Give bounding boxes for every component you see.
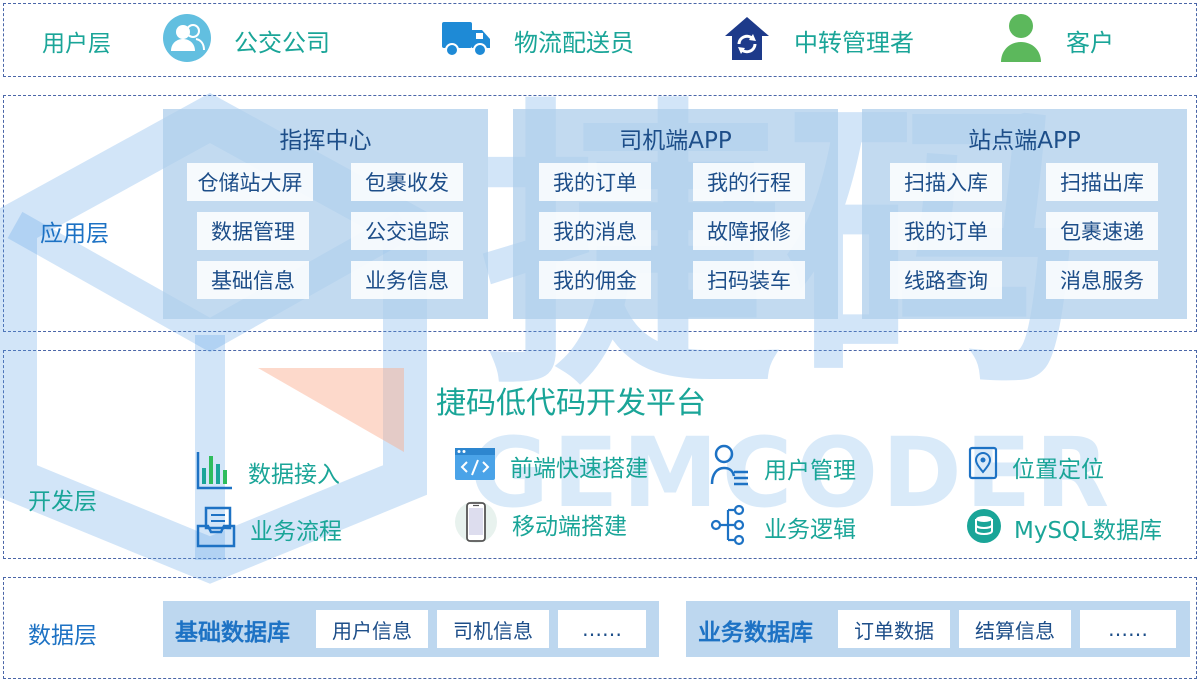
db-cell[interactable]: 司机信息	[437, 610, 549, 648]
base-database: 基础数据库 用户信息 司机信息 ……	[163, 601, 659, 657]
code-window-icon	[454, 446, 496, 486]
user-label: 中转管理者	[794, 28, 914, 57]
panel-station-app: 站点端APP 扫描入库 扫描出库 我的订单 包裹速递 线路查询 消息服务	[862, 109, 1187, 319]
db-cell[interactable]: ……	[1080, 610, 1176, 648]
app-item[interactable]: 我的行程	[693, 163, 805, 201]
app-item[interactable]: 扫码装车	[693, 261, 805, 299]
app-item[interactable]: 线路查询	[890, 261, 1002, 299]
user-label: 客户	[1066, 28, 1114, 57]
app-item[interactable]: 我的佣金	[539, 261, 651, 299]
feature-data-ingest[interactable]: 数据接入	[196, 450, 340, 494]
panel-driver-app: 司机端APP 我的订单 我的行程 我的消息 故障报修 我的佣金 扫码装车	[513, 109, 838, 319]
app-item[interactable]: 扫描出库	[1046, 163, 1158, 201]
user-customer: 客户	[998, 14, 1114, 66]
people-icon	[162, 13, 212, 67]
platform-title: 捷码低代码开发平台	[436, 386, 706, 421]
app-item[interactable]: 我的消息	[539, 212, 651, 250]
feature-label: 业务流程	[250, 519, 342, 545]
app-item[interactable]: 消息服务	[1046, 261, 1158, 299]
app-item[interactable]: 包裹收发	[351, 163, 463, 201]
db-cell[interactable]: 订单数据	[838, 610, 950, 648]
app-item[interactable]: 公交追踪	[351, 212, 463, 250]
app-item[interactable]: 我的订单	[890, 212, 1002, 250]
business-database: 业务数据库 订单数据 结算信息 ……	[686, 601, 1190, 657]
user-label: 物流配送员	[514, 28, 634, 57]
feature-location[interactable]: 位置定位	[968, 446, 1104, 488]
truck-icon	[440, 16, 492, 64]
feature-label: 位置定位	[1012, 457, 1104, 483]
feature-business-process[interactable]: 业务流程	[196, 506, 342, 552]
panel-title: 站点端APP	[968, 128, 1081, 154]
feature-label: MySQL数据库	[1014, 518, 1162, 544]
person-icon	[998, 12, 1044, 68]
app-item[interactable]: 基础信息	[197, 261, 309, 299]
bar-chart-icon	[196, 450, 234, 494]
panel-command-center: 指挥中心 仓储站大屏 包裹收发 数据管理 公交追踪 基础信息 业务信息	[163, 109, 488, 319]
db-title: 业务数据库	[698, 620, 813, 646]
app-item[interactable]: 业务信息	[351, 261, 463, 299]
db-cell[interactable]: ……	[558, 610, 646, 648]
feature-label: 移动端搭建	[512, 514, 627, 540]
dev-layer-label: 开发层	[28, 489, 97, 515]
app-item[interactable]: 数据管理	[197, 212, 309, 250]
app-item[interactable]: 我的订单	[539, 163, 651, 201]
feature-label: 数据接入	[248, 462, 340, 488]
app-item[interactable]: 包裹速递	[1046, 212, 1158, 250]
feature-mysql[interactable]: MySQL数据库	[966, 508, 1162, 548]
database-icon	[966, 508, 1002, 548]
app-item[interactable]: 仓储站大屏	[187, 163, 313, 201]
user-transfer-manager: 中转管理者	[722, 14, 914, 66]
feature-label: 业务逻辑	[764, 517, 856, 543]
user-bus-company: 公交公司	[162, 14, 330, 66]
user-logistics: 物流配送员	[440, 14, 634, 66]
user-label: 公交公司	[234, 28, 330, 57]
feature-user-management[interactable]: 用户管理	[710, 444, 856, 492]
tray-icon	[196, 506, 236, 552]
transfer-house-icon	[722, 14, 772, 66]
location-pin-icon	[968, 446, 998, 488]
app-item[interactable]: 故障报修	[693, 212, 805, 250]
feature-label: 前端快速搭建	[510, 456, 648, 482]
app-item[interactable]: 扫描入库	[890, 163, 1002, 201]
feature-label: 用户管理	[764, 458, 856, 484]
panel-title: 司机端APP	[619, 128, 732, 154]
user-list-icon	[710, 444, 750, 492]
feature-mobile-builder[interactable]: 移动端搭建	[454, 500, 627, 548]
db-cell[interactable]: 用户信息	[316, 610, 428, 648]
data-layer-label: 数据层	[28, 623, 97, 649]
app-layer-label: 应用层	[40, 221, 109, 247]
db-title: 基础数据库	[175, 620, 290, 646]
feature-business-logic[interactable]: 业务逻辑	[710, 504, 856, 550]
mobile-phone-icon	[454, 500, 498, 548]
db-cell[interactable]: 结算信息	[959, 610, 1071, 648]
watermark-en-text: GEMCODER	[470, 417, 1114, 529]
user-layer-label: 用户层	[42, 31, 111, 57]
feature-frontend-builder[interactable]: 前端快速搭建	[454, 446, 648, 486]
panel-title: 指挥中心	[279, 128, 372, 154]
branch-icon	[710, 504, 750, 550]
